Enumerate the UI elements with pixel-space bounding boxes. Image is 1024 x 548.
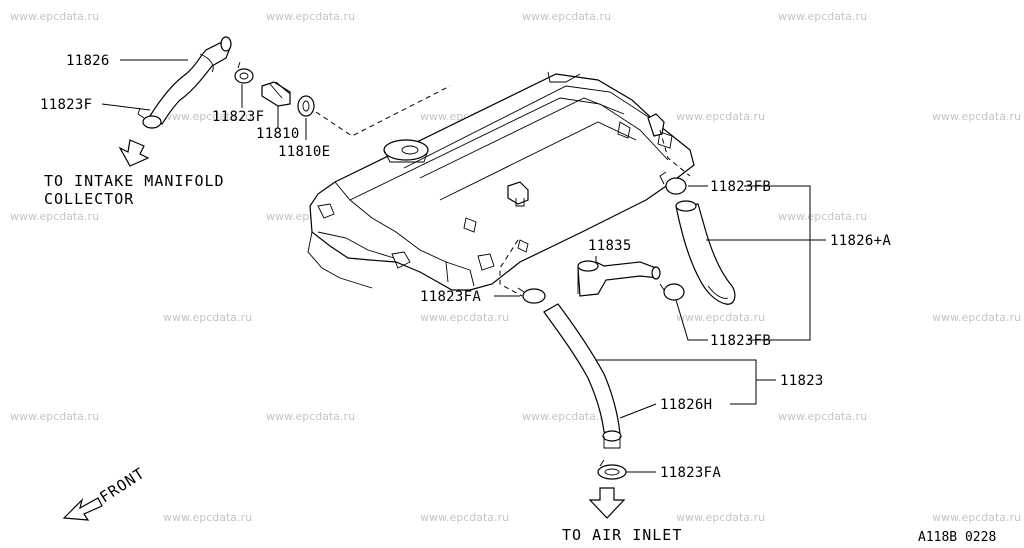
clamp-11823f-left	[137, 107, 162, 129]
watermark: www.epcdata.ru	[676, 110, 765, 123]
watermark: www.epcdata.ru	[420, 311, 509, 324]
watermark: www.epcdata.ru	[932, 511, 1021, 524]
watermark: www.epcdata.ru	[932, 110, 1021, 123]
clamp-11823f-mid	[234, 61, 254, 84]
label-11823fb-top: 11823FB	[710, 179, 771, 195]
arrow-down-icon	[118, 139, 150, 167]
note-intake-line1: TO INTAKE MANIFOLD	[44, 172, 225, 190]
label-11823f-mid: 11823F	[212, 109, 264, 125]
arrow-front-icon	[62, 497, 103, 521]
hose-11826a	[675, 200, 736, 305]
label-11823fa-bot: 11823FA	[660, 465, 721, 481]
watermark: www.epcdata.ru	[778, 410, 867, 423]
watermark: www.epcdata.ru	[778, 10, 867, 23]
clamp-11823fa-bot	[597, 459, 627, 480]
note-front: FRONT	[96, 464, 148, 506]
part-labels: 11826 11823F 11823F 11810 11810E 11823FB…	[40, 53, 891, 481]
label-11826h: 11826H	[660, 397, 712, 413]
pipe-11835	[577, 260, 661, 297]
note-intake-line2: COLLECTOR	[44, 190, 134, 208]
watermark: www.epcdata.ru	[266, 10, 355, 23]
label-11823f-left: 11823F	[40, 97, 92, 113]
label-11826a: 11826+A	[830, 233, 891, 249]
watermark: www.epcdata.ru	[266, 410, 355, 423]
watermark: www.epcdata.ru	[10, 410, 99, 423]
arrow-down-icon	[588, 487, 626, 519]
leader-dashed	[315, 85, 691, 297]
watermark-layer: www.epcdata.ru www.epcdata.ru www.epcdat…	[10, 10, 1021, 524]
clamp-11823fa-mid	[517, 287, 546, 304]
clamp-11823fb-bot	[659, 283, 685, 301]
clamp-11823fb-top	[659, 171, 687, 195]
grommet-11810e	[297, 95, 315, 117]
hose-11826h	[543, 303, 622, 449]
watermark: www.epcdata.ru	[522, 410, 611, 423]
label-11826: 11826	[66, 53, 110, 69]
watermark: www.epcdata.ru	[420, 511, 509, 524]
label-11823fa-mid: 11823FA	[420, 289, 481, 305]
leader-lines	[101, 59, 826, 473]
note-air-inlet: TO AIR INLET	[562, 526, 682, 544]
watermark: www.epcdata.ru	[676, 311, 765, 324]
watermark: www.epcdata.ru	[522, 10, 611, 23]
label-11810e: 11810E	[278, 144, 330, 160]
label-11823fb-bot: 11823FB	[710, 333, 771, 349]
watermark: www.epcdata.ru	[163, 311, 252, 324]
watermark: www.epcdata.ru	[163, 511, 252, 524]
label-11835: 11835	[588, 238, 632, 254]
watermark: www.epcdata.ru	[778, 210, 867, 223]
label-11823: 11823	[780, 373, 824, 389]
watermark: www.epcdata.ru	[10, 10, 99, 23]
watermark: www.epcdata.ru	[676, 511, 765, 524]
diagram-code: A118B 0228	[918, 530, 996, 545]
hose-11826	[149, 36, 232, 125]
pcv-valve-11810	[261, 81, 291, 107]
watermark: www.epcdata.ru	[932, 311, 1021, 324]
rocker-cover	[307, 71, 695, 291]
watermark: www.epcdata.ru	[163, 110, 252, 123]
watermark: www.epcdata.ru	[10, 210, 99, 223]
label-11810: 11810	[256, 126, 300, 142]
